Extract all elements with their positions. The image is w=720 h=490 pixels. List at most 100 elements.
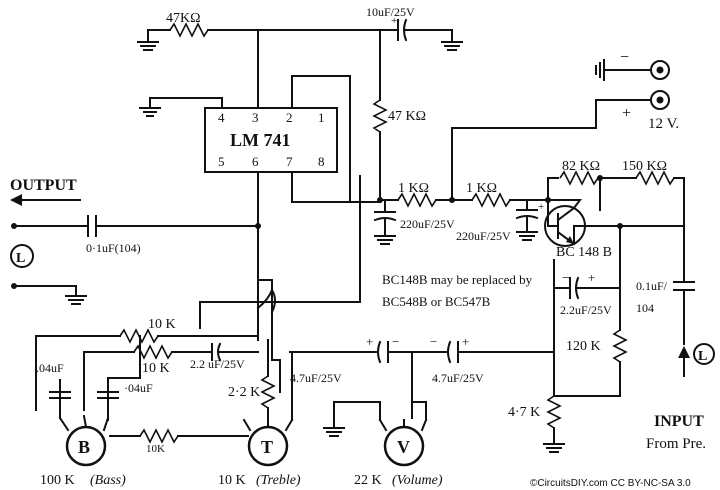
wire — [35, 335, 121, 411]
capacitor-10uf: + — [387, 15, 421, 42]
capacitor-220uf-b-label: 220uF/25V — [456, 229, 511, 243]
pot-volume-value: 22 K — [354, 473, 382, 488]
svg-text:−: − — [430, 334, 437, 349]
wire — [83, 351, 135, 411]
resistor-2-2k-label: 2·2 K — [228, 385, 260, 400]
ground-symbol-topleft — [137, 29, 159, 51]
pot-treble-name: (Treble) — [256, 473, 301, 488]
ground-symbol-volume — [323, 427, 345, 437]
ic-lm741-label: LM 741 — [230, 130, 291, 150]
svg-text:+: + — [391, 15, 397, 27]
resistor-47k-top — [169, 22, 209, 38]
terminal-minus-sign: − — [620, 49, 629, 66]
output-l-circle — [10, 244, 34, 268]
resistor-82k-label: 82 KΩ — [562, 159, 600, 174]
capacitor-4-7uf-a-label: 4.7uF/25V — [290, 371, 342, 385]
note-line-2: BC548B or BC547B — [382, 294, 491, 309]
resistor-10k-b-label: 10 K — [142, 361, 170, 376]
capacitor-0-1uf-output-label: 0·1uF(104) — [86, 241, 141, 255]
capacitor-2-2uf-tone — [211, 342, 259, 362]
note-line-1: BC148B may be replaced by — [382, 272, 533, 287]
ic-pin-1: 1 — [318, 110, 325, 125]
wire-12v — [451, 99, 651, 201]
ic-pin-3: 3 — [252, 110, 259, 125]
wire — [149, 97, 223, 109]
svg-text:+: + — [588, 270, 595, 285]
ic-pin-7: 7 — [286, 154, 293, 169]
output-l-letter: L — [16, 251, 25, 266]
capacitor-2-2uf-tone-label: 2.2 uF/25V — [190, 357, 245, 371]
capacitor-4-7uf-b: + − — [411, 334, 469, 364]
pot-treble-letter: T — [261, 437, 273, 457]
wire — [199, 175, 361, 303]
pot-volume-name: (Volume) — [392, 473, 443, 488]
ground-symbol-emitter — [543, 427, 565, 453]
ic-pin-6: 6 — [252, 154, 259, 169]
resistor-47k-top-label: 47KΩ — [166, 11, 201, 26]
svg-text:−: − — [562, 271, 570, 286]
pot-volume[interactable] — [378, 418, 428, 467]
svg-text:+: + — [462, 334, 469, 349]
ic-pin-8: 8 — [318, 154, 325, 169]
wire — [257, 279, 281, 393]
resistor-4-7k — [546, 395, 562, 429]
wire — [573, 225, 685, 245]
pot-bass[interactable] — [58, 414, 110, 467]
capacitor-220uf-b: + — [515, 199, 544, 241]
capacitor-0-1uf-input-code: 104 — [636, 301, 654, 315]
pot-treble[interactable] — [242, 418, 294, 467]
resistor-10k-c — [139, 428, 179, 444]
node-dot — [255, 223, 261, 229]
input-l-letter: L — [698, 349, 707, 364]
ic-pin-4: 4 — [218, 110, 225, 125]
ground-symbol-output — [65, 285, 87, 305]
resistor-2-2k — [260, 375, 276, 409]
terminal-minus-dot — [656, 66, 664, 74]
resistor-1k-b-label: 1 KΩ — [466, 181, 497, 196]
capacitor-4-7uf-a: + − — [289, 334, 413, 364]
terminal-voltage-label: 12 V. — [648, 116, 679, 132]
capacitor-10uf-label: 10uF/25V — [366, 5, 415, 19]
svg-text:+: + — [538, 201, 544, 213]
terminal-plus-sign: + — [622, 105, 631, 122]
capacitor-4-7uf-b-label: 4.7uF/25V — [432, 371, 484, 385]
input-arrow — [678, 346, 690, 358]
capacitor-0-1uf-input-label: 0.1uF/ — [636, 279, 668, 293]
resistor-1k-a — [397, 192, 437, 208]
resistor-10k-a-label: 10 K — [148, 317, 176, 332]
ic-lm741 — [204, 107, 338, 173]
ground-symbol-supply — [595, 59, 605, 81]
wire — [553, 361, 621, 397]
output-arrow-head — [10, 194, 22, 206]
wire — [673, 177, 685, 227]
resistor-120k-label: 120 K — [566, 339, 601, 354]
pot-bass-name: (Bass) — [90, 473, 126, 488]
capacitor-0-1uf-output — [87, 215, 97, 237]
output-label: OUTPUT — [10, 177, 77, 194]
pot-treble-value: 10 K — [218, 473, 246, 488]
resistor-82k — [559, 170, 599, 186]
svg-text:−: − — [392, 334, 399, 349]
transistor-label: BC 148 B — [556, 245, 612, 260]
capacitor-2-2uf-emitter: − + — [562, 270, 621, 300]
resistor-1k-b — [471, 192, 511, 208]
ic-pin-2: 2 — [286, 110, 293, 125]
resistor-10k-c-label: 10K — [146, 443, 165, 455]
wire — [107, 335, 141, 421]
capacitor-2-2uf-emitter-label: 2.2uF/25V — [560, 303, 612, 317]
resistor-4-7k-label: 4·7 K — [508, 405, 540, 420]
resistor-47k-vertical — [372, 99, 388, 133]
credit-text: ©CircuitsDIY.com CC BY-NC-SA 3.0 — [530, 478, 691, 489]
pot-bass-letter: B — [78, 437, 90, 457]
ground-symbol-pin4 — [139, 107, 161, 117]
capacitor-04uf-b — [97, 391, 119, 399]
input-from-pre: From Pre. — [646, 436, 706, 452]
pot-volume-letter: V — [397, 437, 410, 457]
ic-pin-5: 5 — [218, 154, 225, 169]
svg-text:+: + — [366, 334, 373, 349]
input-label: INPUT — [654, 413, 704, 430]
node-dot — [597, 175, 603, 181]
terminal-plus-dot — [656, 96, 664, 104]
